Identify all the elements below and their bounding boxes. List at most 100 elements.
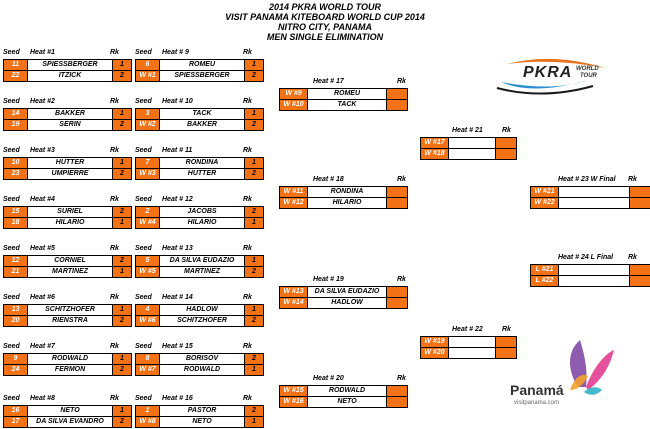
seed-cell: W #3 [136, 169, 159, 179]
rank-cell [387, 198, 407, 208]
heat-title-heat-17: Heat # 17 [313, 78, 344, 85]
seed-header: Seed [135, 98, 152, 105]
title-line-3: NITRO CITY, PANAMA [277, 22, 372, 32]
rank-header: Rk [397, 176, 406, 183]
seed-header: Seed [3, 245, 20, 252]
seed-cell: W #19 [421, 337, 448, 347]
rank-header: Rk [243, 196, 252, 203]
athlete-name: NETO [308, 397, 386, 407]
rank-cell: 2 [245, 207, 263, 217]
seed-cell: W #18 [421, 149, 448, 159]
seed-cell: W #11 [280, 187, 307, 197]
rank-header: Rk [397, 276, 406, 283]
rank-header: Rk [110, 196, 119, 203]
seed-cell: W #17 [421, 138, 448, 148]
seed-cell: L #21 [531, 265, 558, 275]
seed-cell: 23 [4, 169, 27, 179]
seed-header: Seed [135, 343, 152, 350]
rank-header: Rk [243, 49, 252, 56]
rank-cell: 2 [245, 406, 263, 416]
seed-header: Seed [3, 294, 20, 301]
rank-cell [387, 287, 407, 297]
heat-title-heat-19: Heat # 19 [313, 276, 344, 283]
athlete-name: NETO [160, 417, 244, 427]
seed-cell: 24 [4, 365, 27, 375]
seed-header: Seed [3, 49, 20, 56]
seed-cell: 3 [136, 109, 159, 119]
seed-cell: W #6 [136, 316, 159, 326]
seed-cell: W #22 [531, 198, 558, 208]
rank-cell: 2 [113, 71, 131, 81]
rank-cell: 1 [245, 109, 263, 119]
rank-header: Rk [502, 326, 511, 333]
seed-cell: 16 [4, 406, 27, 416]
athlete-name: FERMON [28, 365, 112, 375]
rank-cell: 1 [113, 267, 131, 277]
athlete-name: PASTOR [160, 406, 244, 416]
pkra-world-text: WORLD [576, 66, 599, 72]
rank-cell: 2 [113, 256, 131, 266]
athlete-name: TACK [160, 109, 244, 119]
seed-header: Seed [3, 98, 20, 105]
seed-cell: W #7 [136, 365, 159, 375]
rank-cell: 1 [245, 218, 263, 228]
heat-title-heat-16: Heat # 16 [162, 395, 193, 402]
rank-cell [630, 187, 650, 197]
heat-title-heat-24-l-final: Heat # 24 L Final [558, 254, 614, 261]
seed-cell: W #9 [280, 89, 307, 99]
seed-cell: W #20 [421, 348, 448, 358]
rank-header: Rk [243, 395, 252, 402]
rank-cell: 1 [113, 305, 131, 315]
athlete-name: RODWALD [308, 386, 386, 396]
rank-cell [630, 276, 650, 286]
rank-cell: 2 [245, 169, 263, 179]
seed-cell: W #10 [280, 100, 307, 110]
rank-header: Rk [110, 147, 119, 154]
athlete-name: SPIESSBERGER [28, 60, 112, 70]
rank-cell [496, 337, 516, 347]
athlete-name: JACOBS [160, 207, 244, 217]
athlete-name: MARTINEZ [28, 267, 112, 277]
rank-cell: 1 [245, 417, 263, 427]
athlete-name: TACK [308, 100, 386, 110]
seed-cell: 20 [4, 316, 27, 326]
heat-title-heat-5: Heat #5 [30, 245, 55, 252]
title-line-2: VISIT PANAMA KITEBOARD WORLD CUP 2014 [225, 12, 425, 22]
competitor-row: W #22 [531, 198, 650, 208]
pkra-tour-text: TOUR [580, 73, 597, 79]
title-line-4: MEN SINGLE ELIMINATION [266, 32, 384, 42]
seed-cell: 18 [4, 218, 27, 228]
seed-cell: 21 [4, 267, 27, 277]
rank-cell [630, 198, 650, 208]
rank-cell: 1 [245, 305, 263, 315]
seed-header: Seed [135, 395, 152, 402]
athlete-name: SERIN [28, 120, 112, 130]
pkra-swoosh-icon [496, 58, 605, 95]
heat-title-heat-18: Heat # 18 [313, 176, 344, 183]
rank-header: Rk [397, 78, 406, 85]
heat-title-heat-4: Heat #4 [30, 196, 55, 203]
athlete-name: NETO [28, 406, 112, 416]
rank-cell [496, 138, 516, 148]
rank-cell: 2 [113, 316, 131, 326]
heat-title-heat-6: Heat #6 [30, 294, 55, 301]
seed-header: Seed [135, 196, 152, 203]
heat-title-heat-11: Heat # 11 [162, 147, 193, 154]
title-line-1: 2014 PKRA WORLD TOUR [268, 2, 382, 12]
